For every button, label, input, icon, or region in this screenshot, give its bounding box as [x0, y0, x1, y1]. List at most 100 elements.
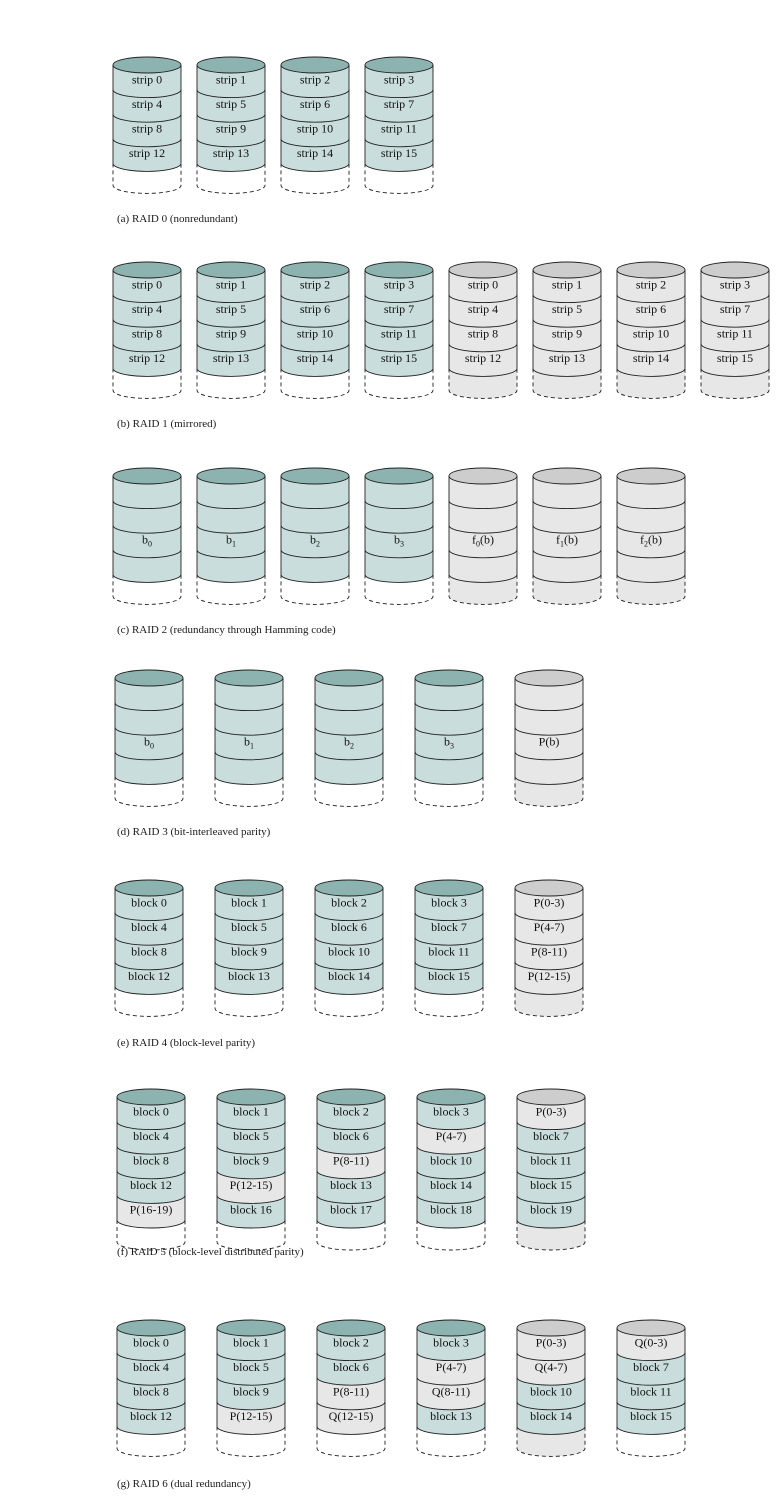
disk-cell-divider — [216, 1377, 286, 1386]
disk-top — [364, 467, 434, 485]
disk-cell-divider — [112, 343, 182, 353]
disk-cell-label: block 7 — [633, 1360, 669, 1374]
disk-cell-divider — [216, 1170, 286, 1180]
disk-cell-divider — [416, 1401, 486, 1411]
disk-cell-label: block 0 — [133, 1335, 169, 1349]
disk-cell-label: f0(b) — [472, 533, 494, 549]
disk-cell-divider — [616, 319, 686, 328]
disk-cell-fill — [517, 1146, 585, 1179]
disk-top — [516, 1319, 586, 1337]
disk-cell-divider — [196, 294, 266, 304]
disk-base-outline — [532, 574, 602, 605]
disk-cell-fill — [365, 138, 433, 172]
disk-cell-fill — [533, 549, 601, 583]
disk-cell-fill — [517, 1401, 585, 1435]
disk-cell-fill — [365, 294, 433, 328]
disk-cell-fill — [617, 476, 685, 509]
disk-cell-divider — [700, 343, 770, 353]
disk-cell-fill — [281, 270, 349, 303]
disk-cell-divider — [280, 319, 350, 328]
disk-base-outline — [514, 776, 584, 807]
disk-cell-divider — [112, 574, 182, 583]
disk-cell-fill — [113, 549, 181, 583]
disk-cell-fill — [217, 1401, 285, 1435]
disk-base-fill — [113, 368, 181, 399]
disk-cell-divider — [416, 1121, 486, 1131]
disk-cell-divider — [364, 294, 434, 304]
disk-cell-divider — [216, 1121, 286, 1131]
disk-cell-divider — [316, 1195, 386, 1204]
disk-cell-label: b2 — [344, 735, 354, 751]
disk-cell-divider — [616, 1377, 686, 1386]
disk-cell-fill — [117, 1170, 185, 1204]
disk-cell-fill — [113, 294, 181, 328]
disk-cell-label: strip 15 — [381, 146, 417, 160]
disk-cell-fill — [113, 89, 181, 123]
disk-cell-fill — [215, 727, 283, 760]
disk-cell-label: block 16 — [230, 1203, 272, 1217]
disk-cell-divider — [616, 525, 686, 534]
disk-cell-divider — [196, 89, 266, 99]
disk-cell-fill — [317, 1401, 385, 1435]
disk-cell-label: block 1 — [233, 1335, 269, 1349]
disk-cell-label: block 6 — [333, 1360, 369, 1374]
disk-cell-fill — [515, 727, 583, 760]
disk-cell-label: P(16-19) — [130, 1203, 173, 1217]
disk-base-outline — [216, 1220, 286, 1251]
disk-cell-fill — [113, 319, 181, 352]
disk-cell-fill — [215, 751, 283, 785]
disk-cell-divider — [514, 937, 584, 946]
disk-cell-label: block 8 — [133, 1385, 169, 1399]
disk-cell-divider — [214, 702, 284, 712]
disk-cell-fill — [217, 1377, 285, 1410]
disk-cell-divider — [114, 986, 184, 995]
disk-cell-divider — [280, 294, 350, 304]
disk-cell-label: block 11 — [530, 1154, 571, 1168]
disk-cell-label: block 8 — [131, 945, 167, 959]
disk-cell-fill — [417, 1170, 485, 1204]
disk-cell-fill — [417, 1195, 485, 1228]
disk-cell-label: block 15 — [630, 1409, 672, 1423]
disk-base-outline — [216, 1426, 286, 1457]
disk-cell-label: block 5 — [233, 1129, 269, 1143]
disk-cell-label: P(0-3) — [536, 1104, 567, 1118]
disk-cell-label: block 15 — [428, 969, 470, 983]
disk-base-fill — [197, 368, 265, 399]
disk-cell-label: block 13 — [430, 1409, 472, 1423]
disk-cell-divider — [616, 574, 686, 583]
disk-cell-fill — [701, 319, 769, 352]
disk-cell-fill — [617, 343, 685, 377]
disk-base-fill — [281, 163, 349, 194]
disk-cell-label: strip 8 — [132, 327, 162, 341]
disk-cell-divider — [280, 114, 350, 123]
disk-cell-fill — [533, 270, 601, 303]
disk-cell-label: strip 1 — [552, 277, 582, 291]
disk-cell-label: strip 7 — [384, 97, 414, 111]
disk-cell-fill — [117, 1377, 185, 1410]
disk-cell-divider — [112, 294, 182, 304]
disk-cell-fill — [117, 1097, 185, 1130]
disk-cell-divider — [316, 1170, 386, 1180]
disk-cell-label: block 19 — [530, 1203, 572, 1217]
disk-cell-label: strip 7 — [384, 302, 414, 316]
disk-cell-fill — [365, 525, 433, 558]
disk-cell-label: block 11 — [630, 1385, 671, 1399]
disk-base-fill — [365, 368, 433, 399]
disk-cell-label: block 2 — [333, 1104, 369, 1118]
disk-cell-label: strip 1 — [216, 277, 246, 291]
disk-cell-label: strip 13 — [213, 351, 249, 365]
disk-base-fill — [617, 1426, 685, 1457]
disk-cell-fill — [317, 1352, 385, 1386]
disk-cell-fill — [617, 1352, 685, 1386]
disk-cell-label: strip 0 — [132, 277, 162, 291]
disk-cell-fill — [365, 343, 433, 377]
caption-raid-5: (f) RAID 5 (block-level distributed pari… — [117, 1246, 304, 1258]
disk-cell-label: strip 4 — [468, 302, 498, 316]
disk-cell-divider — [114, 751, 184, 761]
disk-base-outline — [414, 776, 484, 807]
disk-cell-fill — [281, 319, 349, 352]
